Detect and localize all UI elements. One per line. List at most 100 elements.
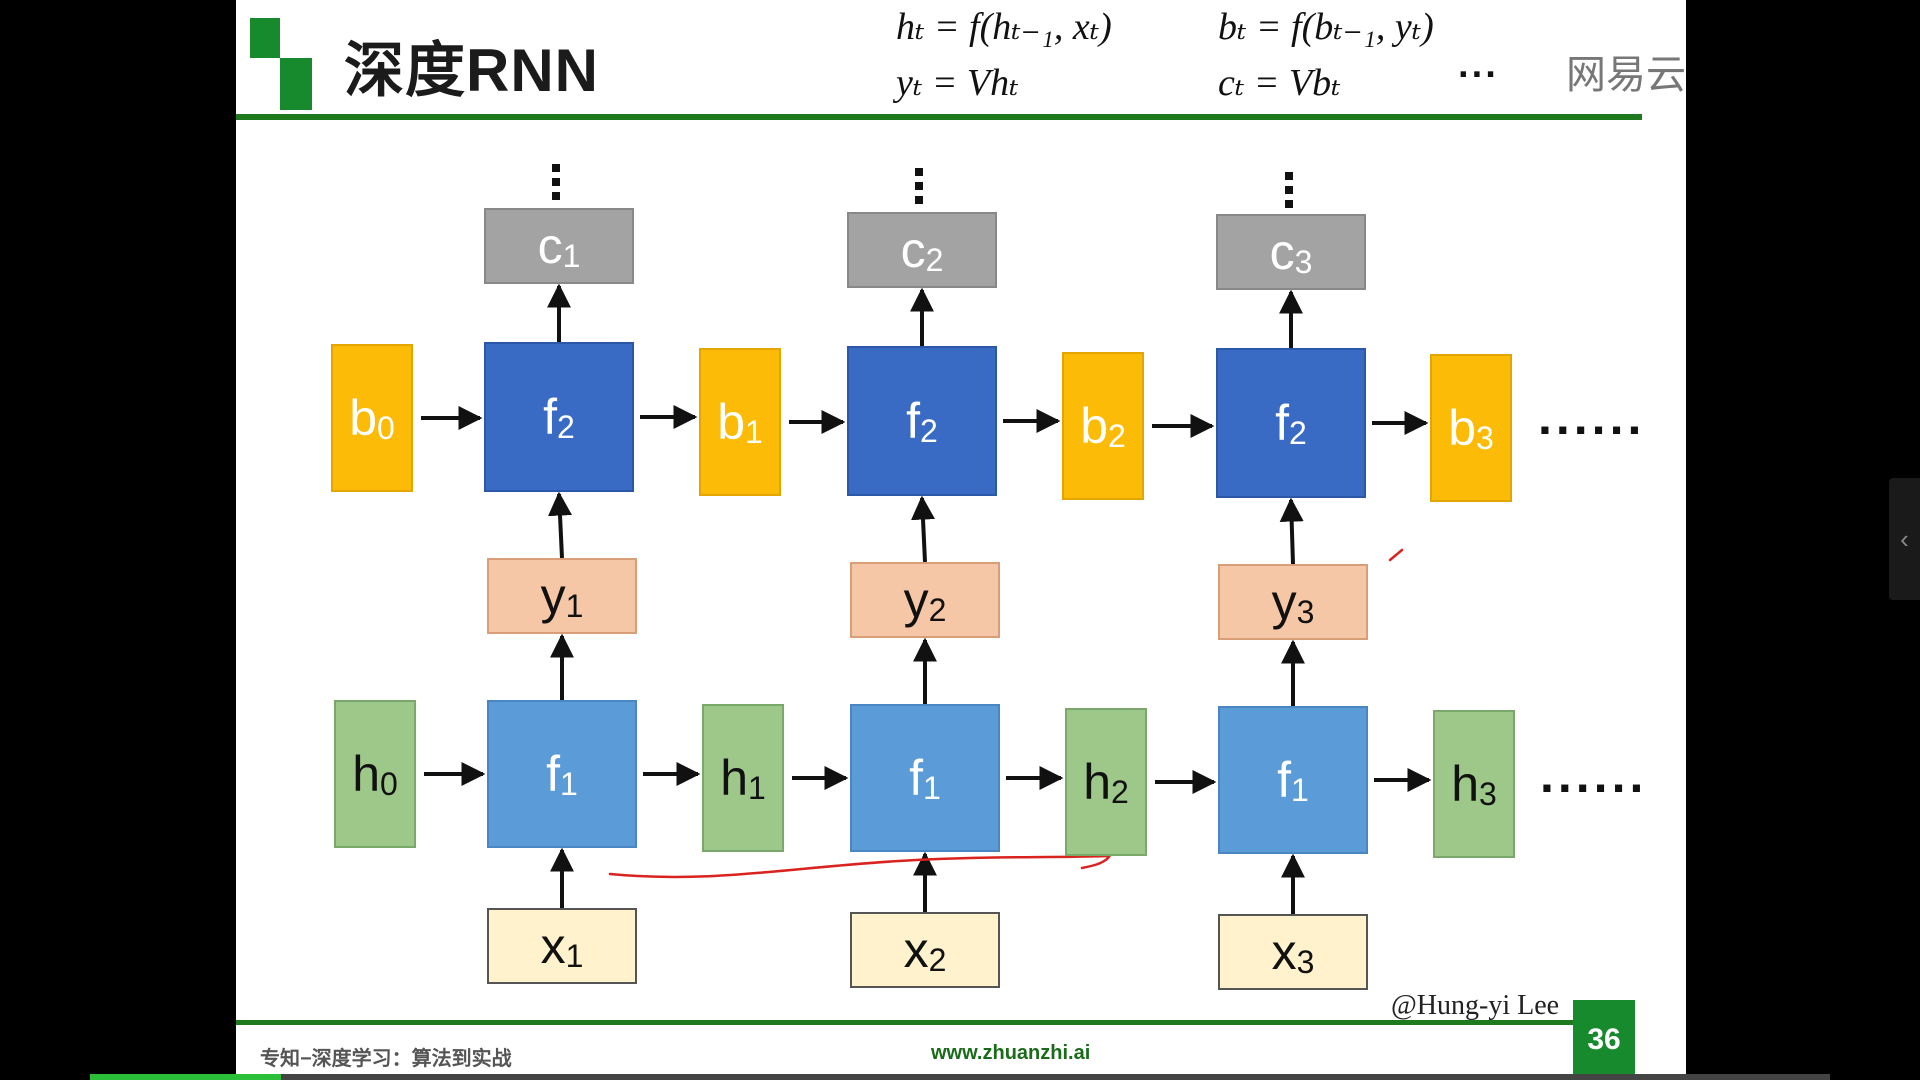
b-box-label: b xyxy=(717,394,745,450)
h-box-subscript: 1 xyxy=(748,769,766,806)
watermark-dots: ··· xyxy=(1458,54,1499,96)
flow-arrow-3 xyxy=(548,491,572,559)
logo-square-top xyxy=(250,18,280,58)
x-box-label: x xyxy=(540,918,566,974)
h-box-subscript: 3 xyxy=(1479,775,1497,812)
h-box-label: h xyxy=(1083,754,1111,810)
x-box-subscript: 1 xyxy=(565,937,584,974)
y-box-subscript: 2 xyxy=(928,591,947,628)
c-box-label: c xyxy=(537,218,563,274)
f1-box-subscript: 1 xyxy=(1291,771,1309,808)
flow-arrow-11 xyxy=(1279,497,1304,565)
vertical-dots-2 xyxy=(915,168,923,210)
logo-square-bottom xyxy=(280,58,312,110)
c-box-label: c xyxy=(900,222,926,278)
f2-box-subscript: 2 xyxy=(1289,414,1307,451)
h-box-label: h xyxy=(352,746,380,802)
b-box-label: b xyxy=(1080,398,1108,454)
diagram-arrows xyxy=(344,283,1432,914)
page-number: 36 xyxy=(1573,1000,1635,1080)
f2-box-label: f xyxy=(906,393,921,449)
bottom-row-ellipsis: ...... xyxy=(1540,747,1648,803)
slide: 深度RNN hₜ = f(hₜ₋₁, xₜ) yₜ = Vhₜ bₜ = f(b… xyxy=(236,0,1686,1080)
footer-website: www.zhuanzhi.ai xyxy=(931,1042,1091,1064)
h-box-subscript: 2 xyxy=(1111,773,1129,810)
x-box-subscript: 2 xyxy=(928,941,947,978)
c-box-subscript: 1 xyxy=(562,237,581,274)
h-box-label: h xyxy=(1451,756,1479,812)
header-rule xyxy=(236,114,1642,120)
y-box-label: y xyxy=(903,572,929,628)
footer-rule xyxy=(236,1020,1573,1025)
equation-b: bₜ = f(bₜ₋₁, yₜ) xyxy=(1218,6,1434,48)
b-box-subscript: 3 xyxy=(1476,419,1494,456)
footer-course-name: 专知−深度学习：算法到实战 xyxy=(260,1048,512,1070)
b-box-subscript: 1 xyxy=(745,413,763,450)
x-box-subscript: 3 xyxy=(1296,943,1315,980)
f1-box-label: f xyxy=(909,750,924,806)
red-pen-mark xyxy=(1388,548,1404,562)
vertical-dots-1 xyxy=(552,164,560,206)
video-progress-fill xyxy=(90,1074,282,1080)
f2-box-subscript: 2 xyxy=(557,408,575,445)
b-box-label: b xyxy=(349,390,377,446)
y-box-subscript: 3 xyxy=(1296,593,1315,630)
vertical-dots-3 xyxy=(1285,172,1293,214)
equation-c: cₜ = Vbₜ xyxy=(1218,62,1341,104)
y-box-label: y xyxy=(540,568,566,624)
f1-box-label: f xyxy=(546,746,561,802)
f1-box-subscript: 1 xyxy=(923,769,941,806)
equation-h: hₜ = f(hₜ₋₁, xₜ) xyxy=(896,6,1112,48)
f2-box-label: f xyxy=(543,389,558,445)
side-panel-toggle[interactable]: ‹ xyxy=(1889,478,1920,600)
c-box-subscript: 2 xyxy=(925,241,944,278)
f2-box-subscript: 2 xyxy=(920,412,938,449)
c-box-subscript: 3 xyxy=(1294,243,1313,280)
chevron-left-icon: ‹ xyxy=(1900,523,1909,554)
b-box-label: b xyxy=(1448,400,1476,456)
author-credit: @Hung-yi Lee xyxy=(1391,990,1560,1021)
equation-y: yₜ = Vhₜ xyxy=(896,62,1019,104)
slide-title: 深度RNN xyxy=(344,37,599,104)
watermark: 网易云 xyxy=(1566,52,1686,98)
h-box-subscript: 0 xyxy=(380,765,398,802)
b-box-subscript: 2 xyxy=(1108,417,1126,454)
video-progress-bar[interactable] xyxy=(90,1074,1830,1080)
flow-arrow-7 xyxy=(911,495,935,563)
h-box-label: h xyxy=(720,750,748,806)
y-box-subscript: 1 xyxy=(565,587,584,624)
f1-box-label: f xyxy=(1277,752,1292,808)
red-underline-arrow xyxy=(608,854,1110,879)
f2-box-label: f xyxy=(1275,395,1290,451)
x-box-label: x xyxy=(1271,924,1297,980)
x-box-label: x xyxy=(903,922,929,978)
top-row-ellipsis: ...... xyxy=(1538,389,1646,445)
f1-box-subscript: 1 xyxy=(560,765,578,802)
y-box-label: y xyxy=(1271,574,1297,630)
b-box-subscript: 0 xyxy=(377,409,395,446)
c-box-label: c xyxy=(1269,224,1295,280)
